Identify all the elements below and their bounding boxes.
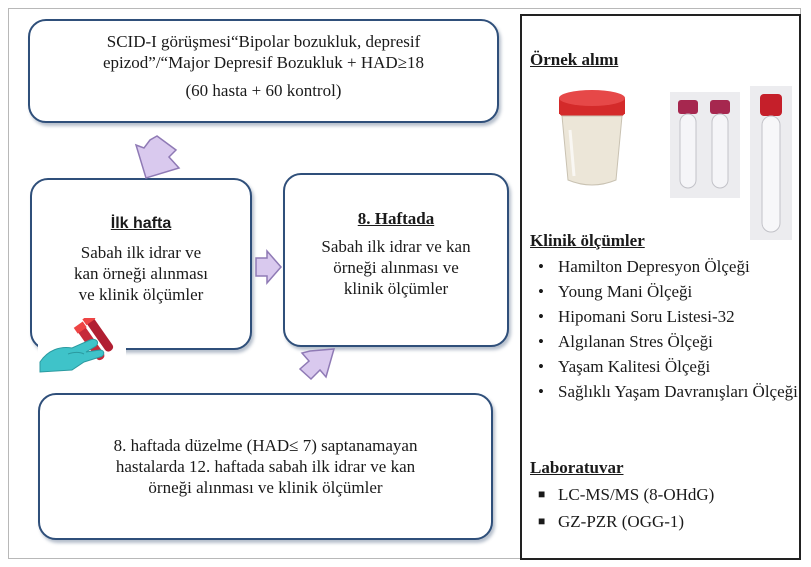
week-12-line-1: 8. haftada düzelme (HAD≤ 7) saptanamayan	[113, 436, 418, 455]
box-screening: SCID-I görüşmesi“Bipolar bozukluk, depre…	[28, 19, 499, 123]
box-week-8: 8. Haftada Sabah ilk idrar ve kan örneği…	[283, 173, 509, 347]
arrow-screening-to-week1	[134, 135, 181, 179]
list-item: •Hipomani Soru Listesi-32	[538, 307, 735, 326]
clinical-heading: Klinik ölçümler	[530, 231, 645, 250]
clinical-item-label: Young Mani Ölçeği	[558, 282, 693, 301]
lab-item-label: LC-MS/MS (8-OHdG)	[558, 485, 715, 504]
urine-cup-icon	[559, 90, 625, 186]
week-12-line-2: hastalarda 12. haftada sabah ilk idrar v…	[115, 457, 416, 476]
screening-line-1: SCID-I görüşmesi“Bipolar bozukluk, depre…	[106, 32, 421, 51]
lab-list: ■LC-MS/MS (8-OHdG) ■GZ-PZR (OGG-1)	[530, 484, 800, 532]
arrow-week8-to-week12	[298, 348, 336, 381]
list-item: •Algılanan Stres Ölçeği	[538, 332, 713, 351]
blood-tube-icon	[670, 92, 740, 198]
week-1-line-2: kan örneği alınması	[73, 264, 209, 283]
box-week-12: 8. haftada düzelme (HAD≤ 7) saptanamayan…	[38, 393, 493, 540]
lab-item-label: GZ-PZR (OGG-1)	[558, 512, 685, 531]
clinical-item-label: Algılanan Stres Ölçeği	[558, 332, 713, 351]
arrow-week1-to-week8	[255, 249, 282, 285]
week-8-title: 8. Haftada	[357, 209, 435, 228]
gloved-hand-icon	[38, 318, 126, 374]
week-1-line-3: ve klinik ölçümler	[78, 285, 204, 304]
week-12-line-3: örneği alınması ve klinik ölçümler	[148, 478, 383, 497]
clinical-item-label: Hipomani Soru Listesi-32	[558, 307, 735, 326]
lab-heading: Laboratuvar	[530, 458, 624, 477]
sample-heading: Örnek alımı	[530, 50, 619, 69]
week-8-line-1: Sabah ilk idrar ve kan	[321, 237, 471, 256]
week-8-line-3: klinik ölçümler	[343, 279, 449, 298]
week-8-line-2: örneği alınması ve	[333, 258, 459, 277]
clinical-list: •Hamilton Depresyon Ölçeği •Young Mani Ö…	[530, 256, 800, 402]
list-item: ■LC-MS/MS (8-OHdG)	[538, 485, 715, 504]
list-item: ■GZ-PZR (OGG-1)	[538, 512, 685, 531]
list-item: •Hamilton Depresyon Ölçeği	[538, 257, 750, 276]
screening-line-3: (60 hasta + 60 kontrol)	[185, 81, 342, 100]
right-panel: Örnek alımı Klinik ölçümler •Hamilton De…	[520, 14, 801, 560]
week-1-title: İlk hafta	[110, 215, 172, 232]
clinical-item-label: Yaşam Kalitesi Ölçeği	[558, 357, 711, 376]
week-1-line-1: Sabah ilk idrar ve	[80, 243, 202, 262]
screening-line-2: epizod”/“Major Depresif Bozukluk + HAD≥1…	[102, 53, 425, 72]
list-item: •Sağlıklı Yaşam Davranışları Ölçeği	[538, 382, 798, 401]
clinical-item-label: Hamilton Depresyon Ölçeği	[558, 257, 750, 276]
clinical-item-label: Sağlıklı Yaşam Davranışları Ölçeği	[558, 382, 798, 401]
blood-tube-icon	[750, 86, 792, 240]
list-item: •Yaşam Kalitesi Ölçeği	[538, 357, 711, 376]
list-item: •Young Mani Ölçeği	[538, 282, 693, 301]
